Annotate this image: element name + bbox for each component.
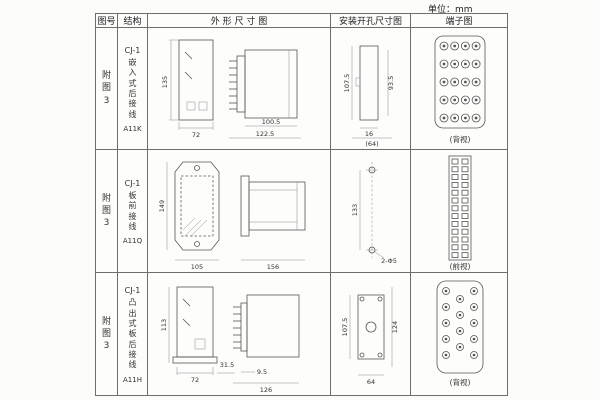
terminal-cell-2: (前视): [410, 149, 508, 273]
terminal-cell-1: (背视): [410, 27, 508, 150]
mount-dim-h1: 107.5: [343, 73, 351, 92]
header-outline: 外 形 尺 寸 图: [147, 13, 331, 28]
dim-width: 72: [191, 131, 199, 139]
model-label: CJ-1: [124, 45, 141, 55]
dim-height: 149: [158, 200, 166, 212]
fig-cell-3: 附图3: [95, 272, 118, 396]
dim-height: 113: [160, 319, 168, 331]
type-code: A11K: [123, 125, 142, 134]
outline-drawing-a11q: 149 105 156: [158, 161, 305, 271]
structure-cell-1: CJ-1 嵌入式后接线 A11K: [117, 27, 148, 150]
front-view: 113 72 31.5: [160, 286, 235, 384]
header-structure: 结构: [117, 13, 148, 28]
terminal-pins: [451, 158, 468, 258]
dim-height: 135: [161, 75, 169, 87]
outline-cell-1: 135 72 100.5 122.5: [147, 27, 331, 150]
mount-dim-w1: 64: [366, 378, 374, 386]
side-view: 156: [240, 175, 305, 271]
mount-dim-h2: 124: [391, 321, 399, 333]
view-label: (前视): [449, 261, 470, 271]
mount-dim-w1: 16: [364, 130, 372, 138]
fig-cell-1: 附图3: [95, 27, 118, 150]
side-view: 9.5 126: [232, 294, 299, 394]
structure-desc: 板前接线: [128, 190, 137, 231]
dim-depth-inner: 100.5: [261, 118, 280, 126]
terminal-cell-3: (背视): [410, 272, 508, 396]
model-label: CJ-1: [124, 286, 141, 296]
dim-depth-outer: 122.5: [255, 130, 274, 138]
dim-depth-1: 9.5: [256, 368, 266, 376]
mount-dim-w2: (64): [365, 140, 378, 148]
header-row: 图号 结构 外 形 尺 寸 图 安装开孔尺寸图 端子图: [95, 13, 508, 28]
unit-label: 单位：mm: [428, 5, 473, 15]
mounting-cell-2: 133 2-Φ5: [330, 149, 411, 273]
fig-label: 附图3: [101, 71, 111, 106]
mounting-cell-3: 107.5 124 64: [330, 272, 411, 396]
front-view: 135 72: [161, 39, 213, 139]
table-row: 附图3 CJ-1 嵌入式后接线 A11K 135 72: [95, 27, 508, 150]
dim-depth: 156: [266, 263, 278, 271]
header-mounting: 安装开孔尺寸图: [330, 13, 411, 28]
structure-desc: 嵌入式后接线: [128, 57, 137, 119]
structure-cell-2: CJ-1 板前接线 A11Q: [117, 149, 148, 273]
fig-label: 附图3: [101, 316, 111, 352]
mounting-cell-1: 107.5 93.5 16 (64): [330, 27, 411, 150]
dim-depth-2: 126: [259, 386, 271, 394]
outline-drawing-a11h: 113 72 31.5 9.5 126: [160, 286, 299, 394]
outline-drawing-a11k: 135 72 100.5 122.5: [161, 39, 301, 139]
mount-dim-h1: 107.5: [341, 318, 349, 337]
type-code: A11H: [123, 375, 142, 384]
terminal-drawing-a11h: (背视): [436, 280, 483, 387]
outline-cell-3: 113 72 31.5 9.5 126: [147, 272, 331, 396]
mount-dim-h2: 93.5: [387, 75, 395, 89]
model-label: CJ-1: [124, 178, 141, 188]
fig-label: 附图3: [101, 193, 111, 229]
view-label: (背视): [449, 134, 470, 144]
mounting-drawing-a11k: 107.5 93.5 16 (64): [343, 45, 395, 148]
header-terminal: 端子图: [410, 13, 508, 28]
dim-width-2: 31.5: [219, 361, 233, 369]
header-fig-no: 图号: [95, 13, 118, 28]
side-view: 100.5 122.5: [228, 49, 301, 138]
terminal-drawing-a11k: (背视): [434, 35, 485, 144]
terminal-pins: [441, 287, 478, 359]
front-view: 149 105: [158, 161, 219, 271]
structure-cell-3: CJ-1 凸出式板后接线 A11H: [117, 272, 148, 396]
mounting-drawing-a11h: 107.5 124 64: [341, 287, 399, 386]
table-row: 附图3 CJ-1 凸出式板后接线 A11H 113 72 31.5: [95, 272, 508, 396]
view-label: (背视): [449, 377, 470, 387]
dim-width: 72: [190, 376, 198, 384]
dimension-table: 图号 结构 外 形 尺 寸 图 安装开孔尺寸图 端子图 附图3 CJ-1 嵌入式…: [95, 13, 508, 396]
structure-desc: 凸出式板后接线: [128, 298, 137, 370]
type-code: A11Q: [122, 237, 143, 246]
mount-dim-h1: 133: [351, 204, 359, 216]
terminal-drawing-a11q: (前视): [448, 155, 471, 271]
dim-width: 105: [190, 263, 202, 271]
outline-cell-2: 149 105 156: [147, 149, 331, 273]
fig-cell-2: 附图3: [95, 149, 118, 273]
mount-holes: 2-Φ5: [381, 257, 397, 265]
table-row: 附图3 CJ-1 板前接线 A11Q 149 105: [95, 149, 508, 273]
mounting-drawing-a11q: 133 2-Φ5: [351, 162, 397, 265]
terminal-pins: [439, 41, 480, 122]
